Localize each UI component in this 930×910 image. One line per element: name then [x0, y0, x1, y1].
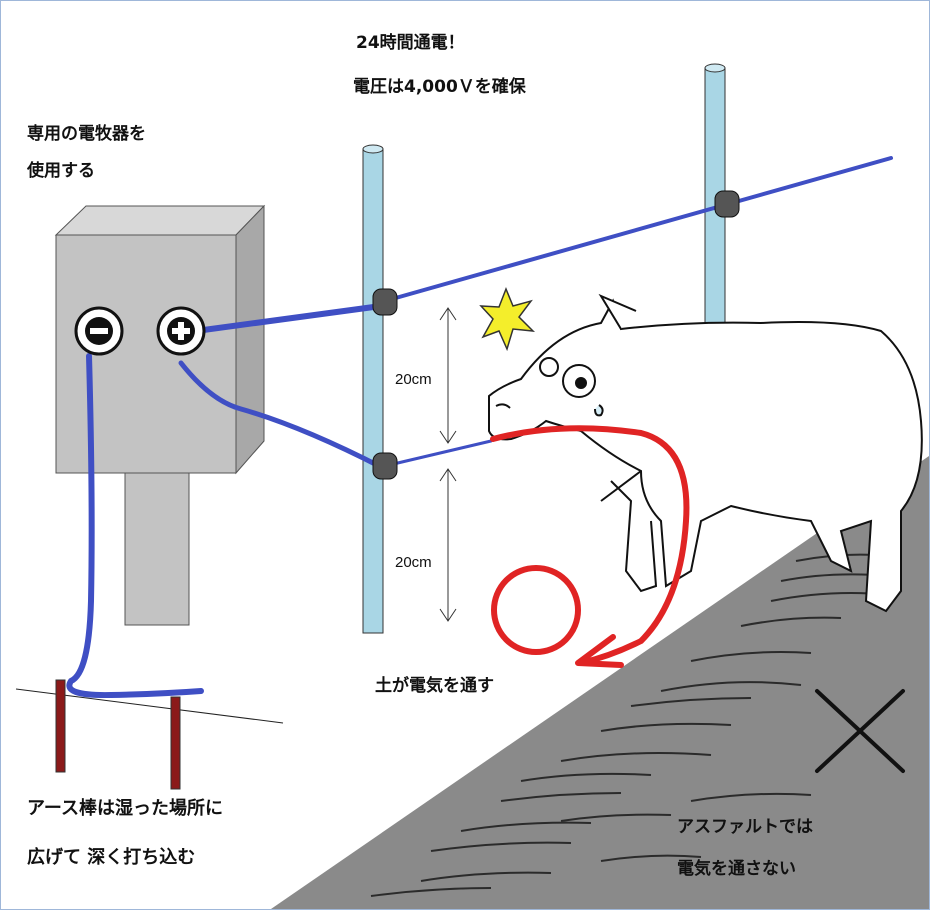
upper-wire [383, 156, 893, 303]
asphalt-surface [271, 456, 929, 909]
energizer-label-line1: 専用の電牧器を [27, 124, 146, 144]
spacing-upper-label: 20cm [395, 371, 432, 388]
boar-illustration [488, 293, 923, 613]
cross-ng-icon [815, 689, 905, 773]
energizer-label-line2: 使用する [27, 161, 95, 181]
plus-terminal-icon [156, 306, 206, 356]
earth-wire [66, 353, 204, 699]
soil-note: 土が電気を通す [375, 676, 494, 696]
ground-rod-left [55, 679, 66, 773]
energizer-box [54, 204, 266, 626]
ground-rod-right [170, 696, 181, 790]
voltage-label-line1: 24時間通電！ [356, 33, 465, 53]
insulators [372, 190, 740, 480]
current-arrowhead [575, 634, 624, 668]
spark-icon [479, 286, 536, 352]
minus-terminal-icon [74, 306, 124, 356]
dimension-arrows [439, 307, 457, 622]
plus-lower-feed [178, 360, 384, 470]
plus-feed-wire [193, 303, 384, 334]
lower-wire [383, 439, 493, 468]
asphalt-label-line2: 電気を通さない [677, 859, 796, 879]
circle-ok-icon [491, 565, 581, 655]
fence-post-left [362, 144, 384, 634]
spacing-lower-label: 20cm [395, 554, 432, 571]
asphalt-texture [370, 553, 892, 897]
ground-rod-line2: 広げて 深く打ち込む [27, 847, 196, 868]
ground-rod-line1: アース棒は湿った場所に [27, 798, 224, 819]
current-path-arrow [490, 425, 690, 666]
energizer-stand [124, 472, 190, 626]
fence-wires [66, 156, 893, 699]
voltage-label-line2: 電圧は4,000Ｖを確保 [353, 77, 526, 97]
asphalt-label-line1: アスファルトでは [677, 817, 813, 837]
